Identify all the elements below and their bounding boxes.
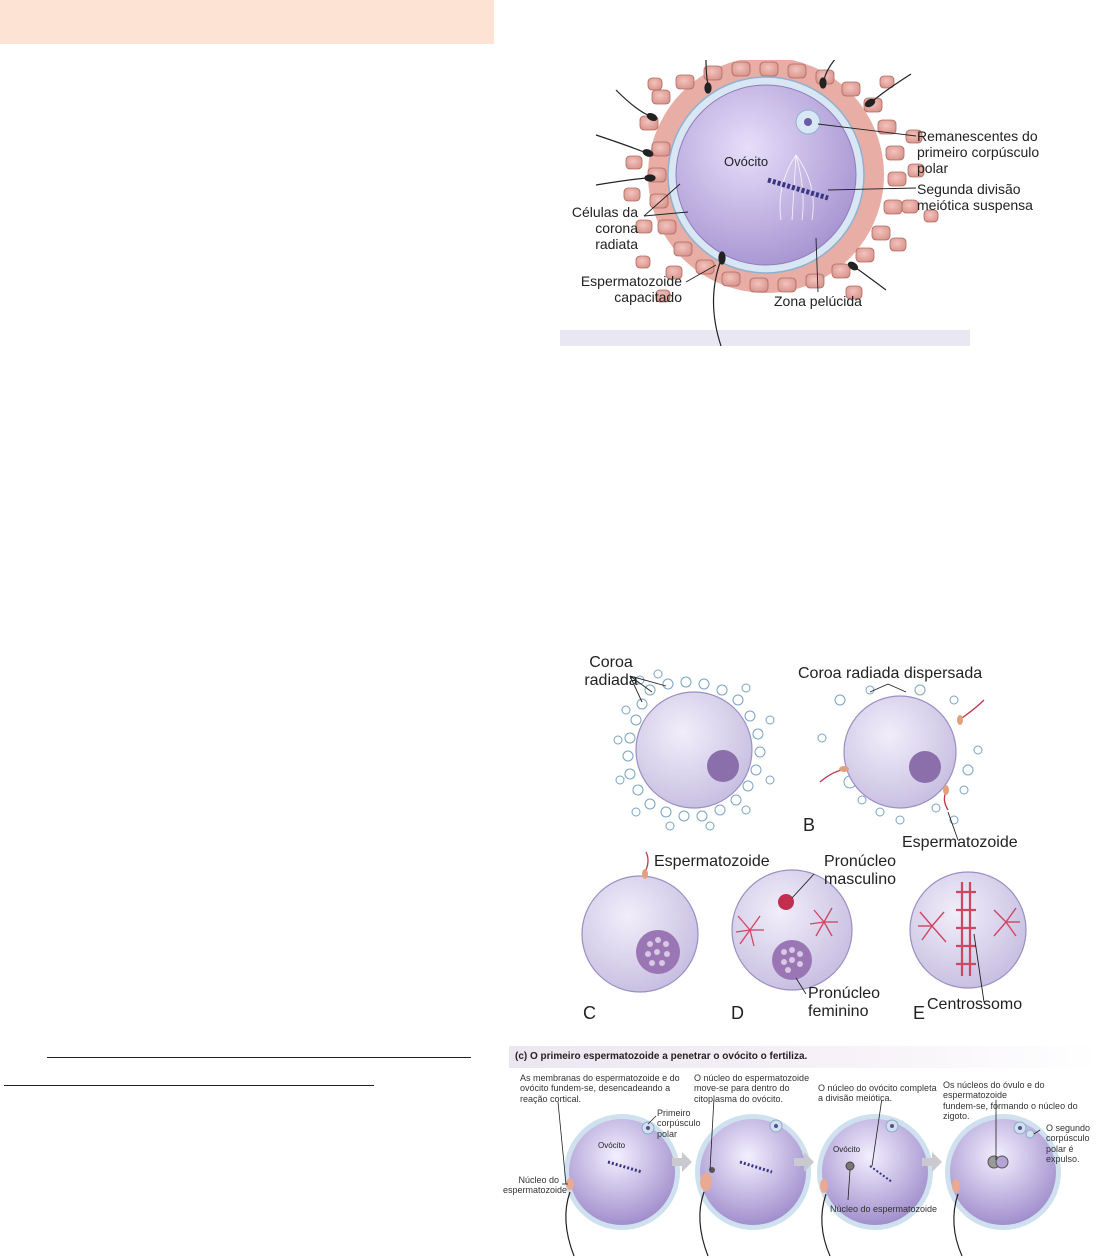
dispersa-leaders bbox=[869, 683, 907, 693]
panel-e-letter: E bbox=[913, 1003, 926, 1023]
polar-body-nucleus bbox=[804, 118, 812, 126]
asters-d bbox=[735, 907, 838, 947]
panels-illustration bbox=[581, 669, 1027, 1003]
corona-bubbles-b bbox=[817, 684, 983, 825]
nucleus-a bbox=[707, 750, 739, 782]
sequence-arrows bbox=[672, 1152, 942, 1172]
sperm-b-label: Espermatozoide bbox=[902, 834, 1018, 851]
asters-e bbox=[918, 907, 1020, 943]
panel-d-letter: D bbox=[731, 1003, 744, 1023]
sequence-cell-2 bbox=[695, 1114, 811, 1257]
caption-bar bbox=[560, 330, 970, 346]
oocyte-cell bbox=[675, 84, 857, 266]
oocyte3-label: Ovócito bbox=[833, 1145, 861, 1154]
female-pronucleus-label: Pronúcleo feminino bbox=[808, 985, 881, 1021]
sequence-leaders bbox=[557, 1100, 1041, 1201]
male-pronucleus-label: Pronúcleo masculino bbox=[824, 853, 897, 889]
coroa-dispersa-label: Coroa radiada dispersada bbox=[798, 665, 983, 682]
sequence-cell-1 bbox=[564, 1114, 680, 1257]
figure-title-bar bbox=[509, 1046, 1099, 1068]
panel-a bbox=[613, 669, 775, 831]
chromosomes bbox=[767, 177, 829, 201]
sperm-capacitated-label: Espermatozoide capacitado bbox=[580, 273, 682, 306]
panel-c-letter: C bbox=[583, 1003, 596, 1023]
sperm-c-label: Espermatozoide bbox=[654, 853, 770, 870]
polar-body-label: Remanescentes do primeiro corpúsculo pol… bbox=[917, 128, 1040, 177]
nucleus-b bbox=[909, 751, 941, 783]
zona-label: Zona pelúcida bbox=[774, 293, 862, 309]
chromatin-c bbox=[645, 937, 670, 966]
panel-b bbox=[817, 683, 985, 841]
header-band bbox=[0, 0, 494, 44]
sequence-illustration: Ovócito Ovócito bbox=[557, 1100, 1061, 1257]
coroa-leaders bbox=[629, 675, 667, 703]
text-rule-1 bbox=[47, 1057, 471, 1058]
text-rule-2 bbox=[4, 1085, 374, 1086]
panel-d bbox=[731, 869, 853, 995]
panel-c bbox=[581, 851, 699, 993]
oocyte-corona-illustration: Ovócito bbox=[560, 60, 970, 347]
male-pronucleus bbox=[778, 894, 794, 910]
oocyte1-label: Ovócito bbox=[598, 1141, 626, 1150]
sperm-nucleus-bottom-label: Núcleo do espermatozoide bbox=[830, 1204, 938, 1214]
figure-title: (c) O primeiro espermatozoide a penetrar… bbox=[515, 1051, 808, 1062]
leader-lines bbox=[643, 123, 917, 293]
oocyte-label: Ovócito bbox=[724, 154, 768, 169]
sequence-cell-4 bbox=[945, 1114, 1061, 1257]
sequence-cell-3 bbox=[817, 1114, 933, 1257]
panel-e bbox=[909, 871, 1027, 1003]
corona-bubbles-a bbox=[613, 669, 775, 831]
centrosome-label: Centrossomo bbox=[927, 996, 1023, 1013]
corona-cells-label: Células da corona radiata bbox=[571, 204, 638, 253]
meiosis-label: Segunda divisão meiótica suspensa bbox=[917, 181, 1033, 214]
panel-b-letter: B bbox=[803, 815, 816, 835]
chromosomes-e bbox=[956, 882, 976, 976]
coroa-label: Coroa radiada bbox=[584, 654, 638, 690]
sperm-group bbox=[595, 60, 912, 347]
